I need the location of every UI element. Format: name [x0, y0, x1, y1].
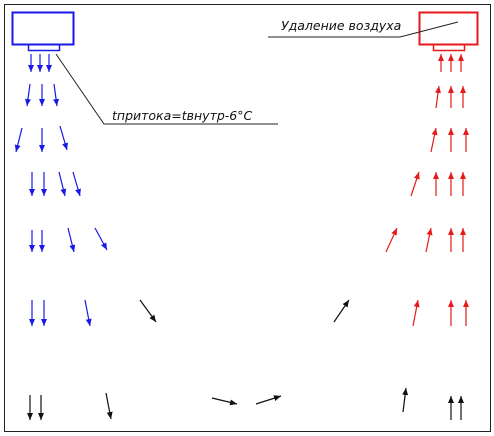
supply-flow-arrow-13	[72, 171, 81, 197]
supply-flow-arrow-20	[84, 299, 92, 327]
exhaust-caption-label: Удаление воздуха	[281, 18, 401, 33]
supply-flow-arrow-16	[67, 227, 76, 253]
room-flow-arrow-8	[402, 387, 409, 413]
room-flow-arrow-7	[255, 395, 282, 405]
supply-flow-arrow-17	[94, 227, 108, 251]
exhaust-label-leader	[268, 21, 459, 38]
supply-label-leader	[55, 53, 278, 125]
supply-unit-body	[11, 11, 75, 46]
supply-temperature-label: tпритока=tвнутр-6°C	[112, 108, 253, 123]
room-outline	[4, 4, 491, 432]
airflow-arrows	[14, 54, 469, 420]
exhaust-unit-body	[418, 11, 479, 46]
exhaust-flow-arrow-7	[430, 127, 438, 153]
supply-flow-arrow-6	[53, 83, 60, 107]
room-flow-arrow-3	[105, 392, 113, 420]
supply-flow-arrow-12	[58, 171, 67, 197]
supply-unit-nozzle	[27, 43, 61, 52]
exhaust-flow-arrow-15	[425, 227, 433, 253]
exhaust-unit-nozzle	[432, 43, 466, 52]
exhaust-flow-arrow-4	[435, 85, 442, 109]
supply-diffuser	[11, 11, 75, 52]
room-flow-arrow-5	[333, 299, 350, 323]
exhaust-flow-arrow-10	[410, 171, 420, 197]
room-flow-arrow-6	[211, 397, 238, 406]
supply-flow-arrow-9	[59, 125, 68, 151]
supply-flow-arrow-4	[24, 83, 31, 107]
supply-flow-arrow-7	[14, 127, 23, 153]
room-flow-arrow-4	[139, 299, 157, 323]
exhaust-flow-arrow-18	[412, 299, 420, 327]
exhaust-grille	[418, 11, 479, 52]
exhaust-flow-arrow-14	[385, 227, 398, 253]
